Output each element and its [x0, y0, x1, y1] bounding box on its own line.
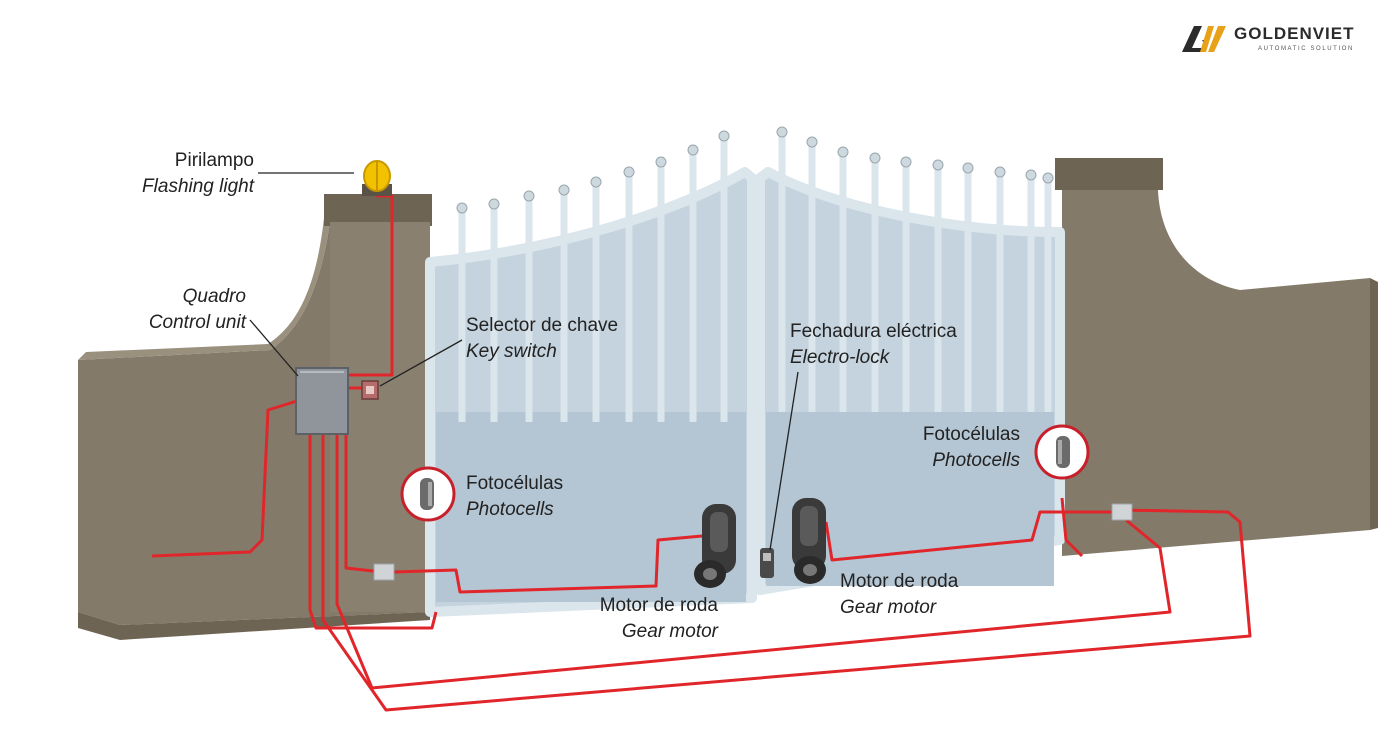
label-pt: Motor de roda: [599, 595, 718, 616]
label-photocells-right: Fotocélulas Photocells: [880, 422, 1020, 474]
gate-finial: [623, 166, 635, 178]
electro-lock-icon: [760, 548, 774, 578]
left-pillar-cap: [324, 194, 432, 226]
flashing-light-icon: [362, 160, 392, 196]
gate-finial: [687, 144, 699, 156]
gear-motor-left-icon: [694, 504, 736, 588]
gate-finial: [962, 162, 974, 174]
label-en: Flashing light: [142, 176, 254, 197]
label-electro-lock: Fechadura eléctrica Electro-lock: [790, 319, 957, 371]
label-gear-motor-right: Motor de roda Gear motor: [840, 569, 958, 621]
photocell-right-icon: [1034, 424, 1090, 480]
leader-lines: [249, 172, 799, 551]
gate-finial: [806, 136, 818, 148]
gate-finial: [488, 198, 500, 210]
gate-bars: [456, 126, 1054, 422]
gate-finial: [869, 152, 881, 164]
right-wall: [1055, 158, 1378, 556]
label-gear-motor-left: Motor de roda Gear motor: [556, 593, 718, 645]
label-key-switch: Selector de chave Key switch: [466, 313, 618, 365]
gate-finial: [1042, 172, 1054, 184]
label-pt: Motor de roda: [840, 571, 959, 592]
gate-finial: [655, 156, 667, 168]
label-en: Photocells: [466, 499, 554, 520]
brand-tagline: AUTOMATIC SOLUTION: [1258, 46, 1354, 52]
label-en: Gear motor: [840, 597, 937, 618]
gate-finial: [994, 166, 1006, 178]
junction-box-left: [373, 563, 395, 581]
label-pt: Fotocélulas: [922, 424, 1020, 445]
label-pt: Selector de chave: [466, 315, 619, 336]
label-pt: Fechadura eléctrica: [790, 321, 957, 342]
label-en: Photocells: [932, 450, 1020, 471]
gate-finial: [456, 202, 468, 214]
label-en: Electro-lock: [790, 347, 890, 368]
label-photocells-left: Fotocélulas Photocells: [466, 471, 563, 523]
gate-finial: [900, 156, 912, 168]
control-unit-box: [295, 367, 349, 435]
label-en: Key switch: [466, 341, 557, 362]
gate-finial: [776, 126, 788, 138]
brand-name: GOLDENVIET: [1234, 24, 1355, 43]
junction-box-right: [1111, 503, 1133, 521]
label-pt: Quadro: [182, 286, 246, 307]
gate-finial: [718, 130, 730, 142]
label-en: Control unit: [148, 312, 246, 333]
gate-left-leaf: [425, 167, 757, 617]
brand-mark-icon: [1182, 26, 1226, 52]
gate-finial: [590, 176, 602, 188]
label-pt: Fotocélulas: [466, 473, 564, 494]
key-switch-icon: [361, 380, 379, 400]
photocell-left-icon: [400, 466, 456, 522]
gear-motor-right-icon: [792, 498, 826, 584]
label-control-unit: Quadro Control unit: [96, 284, 246, 336]
right-pillar-cap: [1055, 158, 1163, 190]
gate-finial: [523, 190, 535, 202]
gate-finial: [837, 146, 849, 158]
label-flashing-light: Pirilampo Flashing light: [98, 148, 254, 200]
gate-finial: [932, 159, 944, 171]
gate-finial: [558, 184, 570, 196]
label-en: Gear motor: [621, 621, 718, 642]
label-pt: Pirilampo: [174, 150, 254, 171]
gate-finial: [1025, 169, 1037, 181]
